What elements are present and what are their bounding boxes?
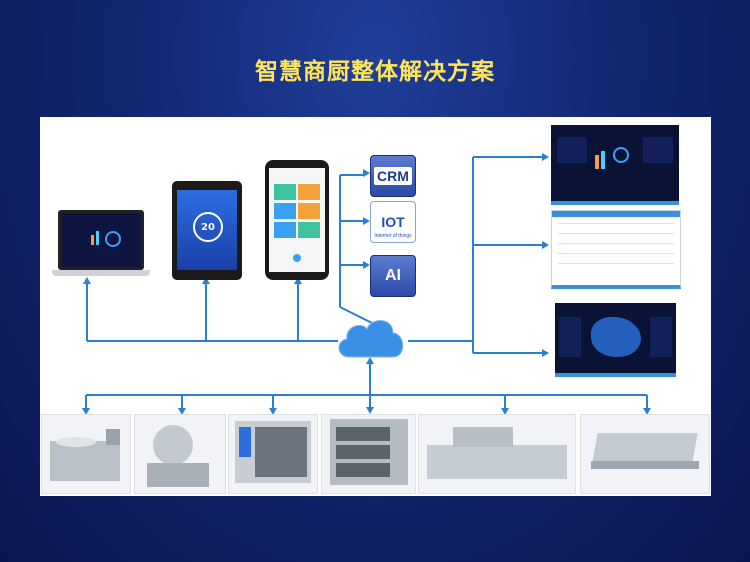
tablet-temperature: 20 (193, 212, 223, 242)
equipment-dishwasher (418, 414, 576, 494)
diagram-panel: 20 CRM IOT Internet of things AI (40, 117, 711, 496)
laptop-device (52, 210, 150, 280)
tablet-screen: 20 (177, 190, 237, 270)
tablet-device: 20 (172, 181, 242, 280)
dashboard-map-screen (555, 303, 676, 377)
iot-label: IOT (381, 214, 405, 230)
connection-lines (82, 153, 651, 415)
laptop-screen (61, 213, 141, 267)
cloud-icon (338, 320, 404, 358)
equipment-cooking-robot (134, 414, 226, 494)
iot-badge: IOT Internet of things (370, 201, 416, 243)
equipment-steam-cabinet (321, 414, 416, 494)
dashboard-screen-1 (551, 125, 679, 205)
equipment-combi-oven (228, 414, 318, 494)
dashboard-screen-2 (551, 210, 681, 289)
phone-screen (269, 168, 325, 272)
crm-badge: CRM (370, 155, 416, 197)
crm-label: CRM (374, 167, 412, 185)
equipment-wok-stove (41, 414, 131, 494)
ai-label: AI (385, 267, 401, 284)
equipment-range-hood (580, 414, 710, 494)
iot-sublabel: Internet of things (374, 233, 412, 239)
page-title: 智慧商厨整体解决方案 (255, 59, 495, 85)
phone-device (265, 160, 329, 280)
ai-badge: AI (370, 255, 416, 297)
